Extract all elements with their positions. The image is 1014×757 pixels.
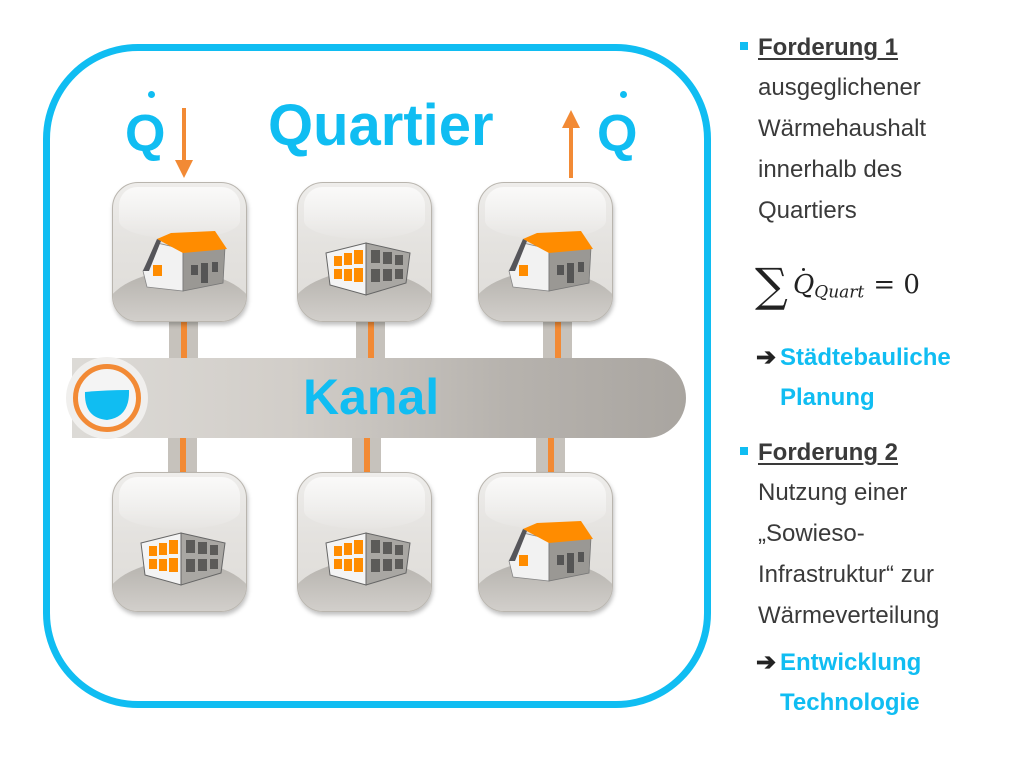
office-building-icon [325, 532, 411, 586]
channel-label: Kanal [303, 369, 440, 425]
requirement-1-heading: Forderung 1 [758, 34, 899, 61]
heat-in-label: Q [125, 105, 166, 163]
house-icon [142, 231, 227, 292]
house-icon [508, 521, 593, 582]
building-tile-office [297, 472, 432, 612]
requirement-1-text: Wärmehaushalt [758, 115, 927, 142]
requirement-2-consequence: Technologie [780, 689, 920, 716]
q-dot-accent [148, 91, 155, 98]
requirement-2-text: Infrastruktur“ zur [758, 561, 935, 588]
arrow-down-icon [175, 108, 193, 178]
bullet-icon [740, 447, 748, 455]
connection-pipe [168, 436, 197, 474]
q-dot-accent [620, 91, 627, 98]
connection-pipe [543, 318, 572, 360]
arrow-right-icon: ➔ [756, 649, 777, 676]
requirement-2-text: Nutzung einer [758, 479, 908, 506]
arrow-up-icon [562, 110, 580, 178]
office-building-icon [325, 242, 411, 296]
connection-pipe [352, 436, 381, 474]
district-diagram: Q Quartier Q Kanal [43, 44, 711, 708]
district-title: Quartier [268, 93, 494, 158]
requirement-1-text: ausgeglichener [758, 74, 921, 101]
requirement-2-heading: Forderung 2 [758, 439, 899, 466]
connection-pipe [169, 318, 198, 360]
requirement-2-text: „Sowieso- [758, 520, 865, 547]
building-tile-house [478, 472, 613, 612]
connection-pipe [536, 436, 565, 474]
building-tile-house [112, 182, 247, 322]
connection-pipe [356, 318, 385, 360]
district-boundary [43, 44, 711, 708]
bullet-icon [740, 42, 748, 50]
building-tile-office [112, 472, 247, 612]
requirement-2-text: Wärmeverteilung [758, 602, 940, 629]
heat-balance-formula: ∑ QQuart = 0 [755, 258, 920, 312]
sewer-channel [72, 358, 686, 438]
requirement-1-consequence: Planung [780, 384, 875, 411]
house-icon [508, 231, 593, 292]
requirement-1-text: Quartiers [758, 197, 857, 224]
sewer-cross-section-icon [73, 364, 141, 432]
building-tile-house [478, 182, 613, 322]
heat-out-label: Q [597, 105, 638, 163]
arrow-right-icon: ➔ [756, 344, 777, 371]
requirement-2-consequence: Entwicklung [780, 649, 922, 676]
requirement-1-consequence: Städtebauliche [780, 344, 951, 371]
requirement-1-text: innerhalb des [758, 156, 903, 183]
building-tile-office [297, 182, 432, 322]
office-building-icon [140, 532, 226, 586]
